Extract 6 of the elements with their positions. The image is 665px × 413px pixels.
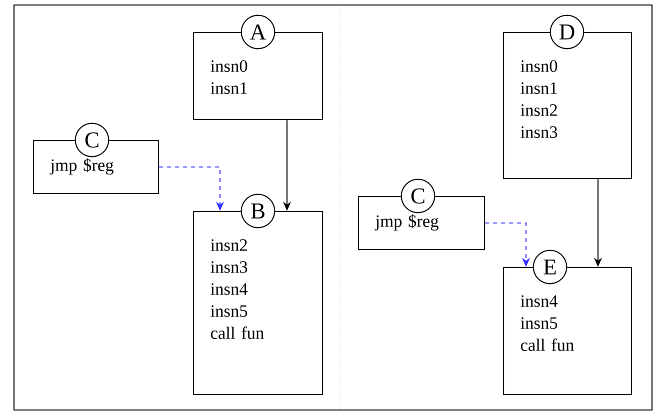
block-box: C jmp $reg xyxy=(358,178,486,250)
block-box: E insn4 insn5 call fun xyxy=(503,250,632,396)
block-box: A insn0 insn1 xyxy=(193,14,324,120)
block-box: B insn2 insn3 insn4 insn5 call fun xyxy=(193,194,324,396)
block-box: D insn0 insn1 insn2 insn3 xyxy=(503,14,632,180)
block-box: C jmp $reg xyxy=(33,122,160,194)
